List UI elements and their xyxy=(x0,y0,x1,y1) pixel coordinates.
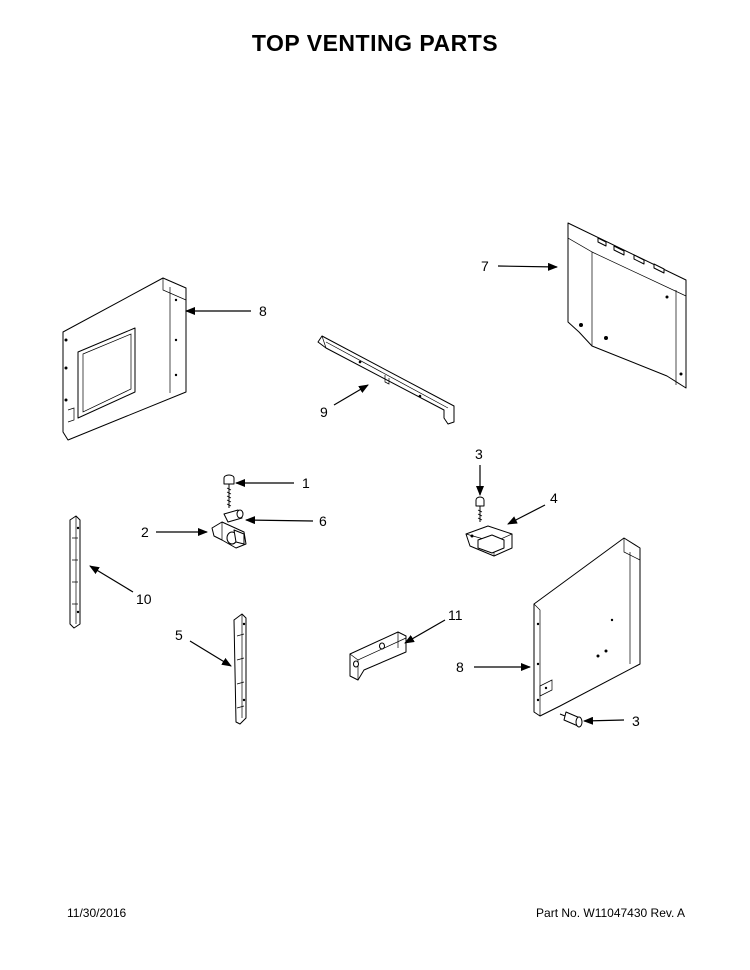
part-5-vertical-rail xyxy=(233,613,247,725)
part-2-clip xyxy=(211,521,247,549)
arrow-9 xyxy=(333,384,369,406)
page-title: TOP VENTING PARTS xyxy=(251,30,499,56)
callout-10: 10 xyxy=(136,591,152,607)
arrow-3b xyxy=(583,716,625,725)
part-8-left-side-panel xyxy=(62,277,187,441)
part-8-right-side-panel xyxy=(533,537,641,717)
callout-labels: 8 7 9 1 6 2 3 4 10 5 11 8 3 xyxy=(136,258,640,729)
part-3-screw-upper xyxy=(475,496,485,522)
callout-11: 11 xyxy=(448,607,463,623)
part-1-screw xyxy=(223,474,235,508)
part-9-vent-bracket xyxy=(317,335,455,425)
callout-5: 5 xyxy=(175,627,183,643)
arrow-4 xyxy=(507,504,546,525)
callout-3-lower: 3 xyxy=(632,713,640,729)
part-7-rear-vent-panel xyxy=(567,222,687,389)
leader-arrows xyxy=(89,262,625,725)
footer-date: 11/30/2016 xyxy=(67,906,127,920)
callout-6: 6 xyxy=(319,513,327,529)
arrow-10 xyxy=(89,565,134,593)
callout-2: 2 xyxy=(141,524,149,540)
part-4-switch xyxy=(465,525,513,557)
arrow-11 xyxy=(404,619,446,644)
callout-1: 1 xyxy=(302,475,310,491)
callout-3-upper: 3 xyxy=(475,446,483,462)
footer-part-number: Part No. W11047430 Rev. A xyxy=(536,906,685,920)
arrow-6 xyxy=(245,516,314,525)
arrow-5 xyxy=(189,640,232,667)
part-11-bracket xyxy=(349,631,407,681)
callout-9: 9 xyxy=(320,404,328,420)
callout-8-upper: 8 xyxy=(259,303,267,319)
callout-7: 7 xyxy=(481,258,489,274)
arrow-7 xyxy=(497,262,558,271)
callout-8-lower: 8 xyxy=(456,659,464,675)
callout-4: 4 xyxy=(550,490,558,506)
part-3-screw-lower xyxy=(559,711,583,728)
part-6-spacer xyxy=(223,509,244,523)
part-10-vertical-rail xyxy=(69,515,81,629)
